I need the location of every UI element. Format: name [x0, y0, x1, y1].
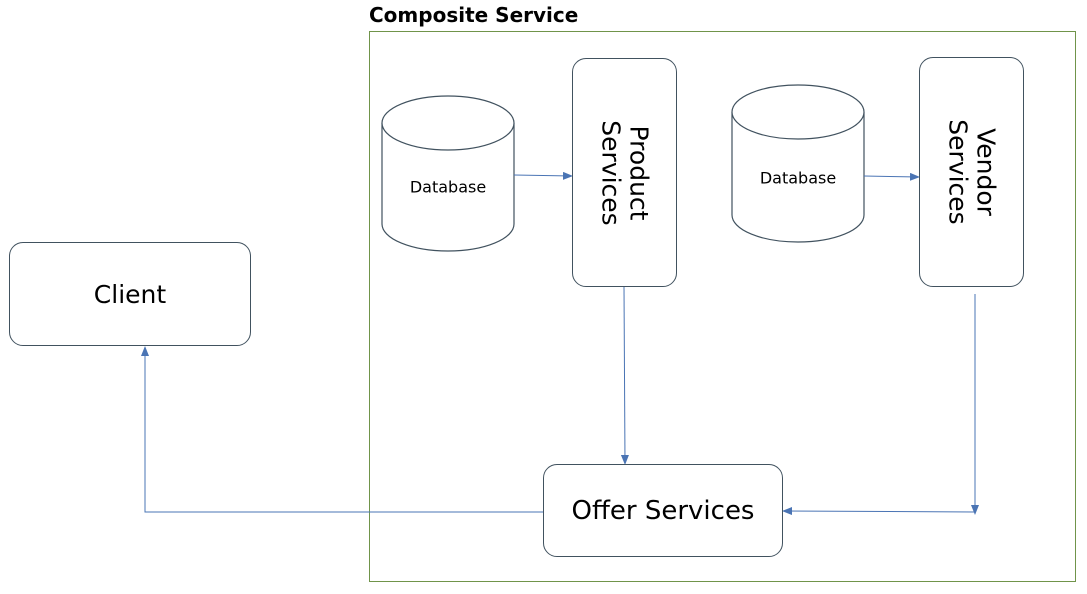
database-cylinder-product [381, 95, 515, 252]
edge-product-to-offer [620, 286, 629, 465]
database-cylinder-vendor [731, 84, 865, 243]
client-label: Client [93, 279, 167, 309]
composite-service-group-border [369, 31, 1076, 582]
database-vendor-label: Database [759, 168, 837, 188]
database-product-label: Database [409, 177, 487, 197]
vendor-services-label: Vendor Services [943, 119, 1001, 225]
vendor-services-node[interactable]: Vendor Services [919, 57, 1024, 287]
edge-database-to-vendor [863, 172, 920, 181]
product-services-label-line1: Product [624, 125, 654, 220]
product-services-label: Product Services [596, 119, 654, 226]
composite-service-title: Composite Service [369, 3, 579, 27]
product-services-node[interactable]: Product Services [572, 58, 677, 287]
offer-services-label: Offer Services [571, 495, 755, 526]
offer-services-node[interactable]: Offer Services [543, 464, 783, 557]
product-services-label-line2: Services [596, 119, 626, 226]
client-node[interactable]: Client [9, 242, 251, 346]
edge-offer-to-client [141, 346, 543, 513]
edge-database-to-product [513, 171, 573, 180]
edge-vendor-to-offer [782, 507, 976, 516]
vendor-services-label-line2: Services [943, 119, 973, 225]
vendor-services-label-line1: Vendor [971, 128, 1001, 216]
